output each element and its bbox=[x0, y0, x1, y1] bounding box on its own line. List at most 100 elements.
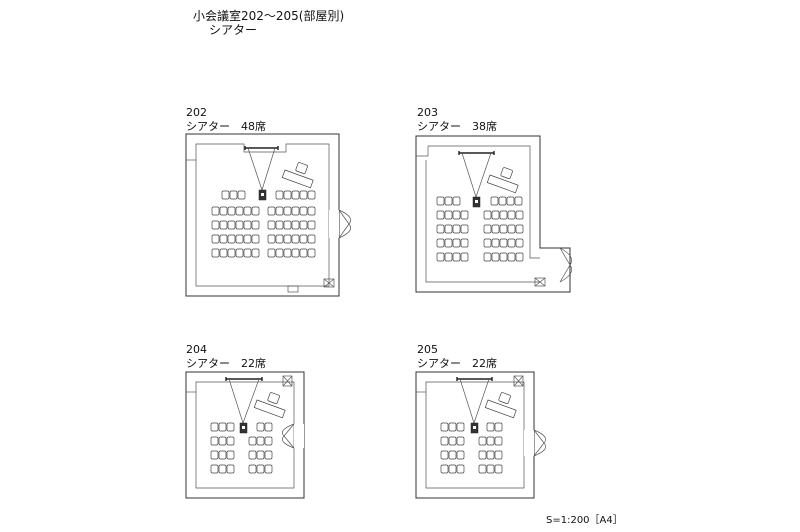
seat bbox=[460, 224, 469, 234]
seat bbox=[227, 206, 236, 216]
room-204-plan bbox=[185, 371, 305, 499]
seat bbox=[264, 450, 273, 460]
door-leaf bbox=[283, 435, 295, 449]
desk bbox=[486, 174, 519, 194]
seat bbox=[243, 206, 252, 216]
wall-line bbox=[416, 146, 429, 157]
seat bbox=[444, 224, 453, 234]
seat bbox=[456, 422, 465, 432]
seat bbox=[235, 206, 244, 216]
seat bbox=[218, 422, 227, 432]
seat bbox=[507, 224, 516, 234]
seat bbox=[499, 210, 508, 220]
seat bbox=[444, 252, 453, 262]
storage-x bbox=[282, 375, 293, 387]
room-outer-wall bbox=[415, 371, 535, 499]
room-202-plan bbox=[185, 133, 351, 297]
drawing-title: 小会議室202～205(部屋別) bbox=[193, 9, 345, 23]
seat bbox=[218, 450, 227, 460]
room-202-number: 202 bbox=[186, 106, 207, 119]
seat bbox=[218, 436, 227, 446]
seat bbox=[448, 450, 457, 460]
door-swing bbox=[559, 264, 572, 283]
seat bbox=[219, 220, 228, 230]
chair bbox=[295, 162, 308, 174]
seat bbox=[456, 464, 465, 474]
storage-box bbox=[513, 375, 524, 387]
seat bbox=[507, 238, 516, 248]
seat bbox=[275, 220, 284, 230]
door-swing bbox=[559, 247, 572, 266]
seat bbox=[448, 436, 457, 446]
seat bbox=[440, 436, 449, 446]
seat bbox=[267, 248, 276, 258]
seat bbox=[452, 196, 461, 206]
storage-box bbox=[534, 277, 546, 287]
chair bbox=[500, 167, 513, 179]
seat bbox=[235, 220, 244, 230]
seat bbox=[275, 190, 284, 200]
seat bbox=[486, 464, 495, 474]
projection-beam bbox=[242, 378, 260, 424]
projection-beam bbox=[247, 147, 263, 191]
door-leaf bbox=[338, 223, 350, 239]
seat bbox=[264, 436, 273, 446]
seat bbox=[456, 450, 465, 460]
storage-box bbox=[282, 375, 293, 387]
seat bbox=[283, 190, 292, 200]
seat bbox=[256, 464, 265, 474]
lectern-desk bbox=[253, 392, 286, 419]
projection-beam bbox=[228, 378, 244, 424]
seat bbox=[491, 238, 500, 248]
room-203-plan bbox=[415, 135, 572, 293]
seat bbox=[499, 238, 508, 248]
seat bbox=[436, 252, 445, 262]
seat bbox=[444, 238, 453, 248]
seat bbox=[218, 464, 227, 474]
seat bbox=[251, 248, 260, 258]
seat bbox=[506, 196, 515, 206]
seat bbox=[494, 464, 503, 474]
seat bbox=[491, 210, 500, 220]
seat bbox=[299, 220, 308, 230]
seat bbox=[299, 206, 308, 216]
seat bbox=[237, 190, 246, 200]
seat bbox=[452, 252, 461, 262]
seat bbox=[267, 234, 276, 244]
seat bbox=[221, 190, 230, 200]
seat bbox=[444, 210, 453, 220]
lectern-desk bbox=[281, 162, 314, 189]
seat bbox=[440, 450, 449, 460]
seat bbox=[226, 436, 235, 446]
seat bbox=[219, 248, 228, 258]
seat bbox=[514, 196, 523, 206]
lectern-desk bbox=[486, 167, 519, 194]
seat bbox=[226, 422, 235, 432]
seat bbox=[299, 190, 308, 200]
seat bbox=[219, 234, 228, 244]
room-204-layout: シアター 22席 bbox=[186, 357, 266, 370]
seat bbox=[452, 238, 461, 248]
drawing-subtitle: シアター bbox=[209, 23, 258, 37]
seat bbox=[486, 436, 495, 446]
seat bbox=[211, 234, 220, 244]
seat bbox=[478, 464, 487, 474]
seat bbox=[448, 464, 457, 474]
seat bbox=[211, 248, 220, 258]
seat bbox=[494, 436, 503, 446]
projection-beam bbox=[261, 147, 276, 191]
seat bbox=[436, 196, 445, 206]
seat bbox=[307, 190, 316, 200]
seat bbox=[448, 422, 457, 432]
seat bbox=[460, 252, 469, 262]
seat bbox=[460, 238, 469, 248]
seat bbox=[490, 196, 499, 206]
seat bbox=[226, 450, 235, 460]
seat bbox=[515, 210, 524, 220]
projection-beam bbox=[459, 378, 475, 424]
room-204-number: 204 bbox=[186, 343, 207, 356]
seat bbox=[494, 422, 503, 432]
seat bbox=[248, 464, 257, 474]
seat bbox=[494, 450, 503, 460]
